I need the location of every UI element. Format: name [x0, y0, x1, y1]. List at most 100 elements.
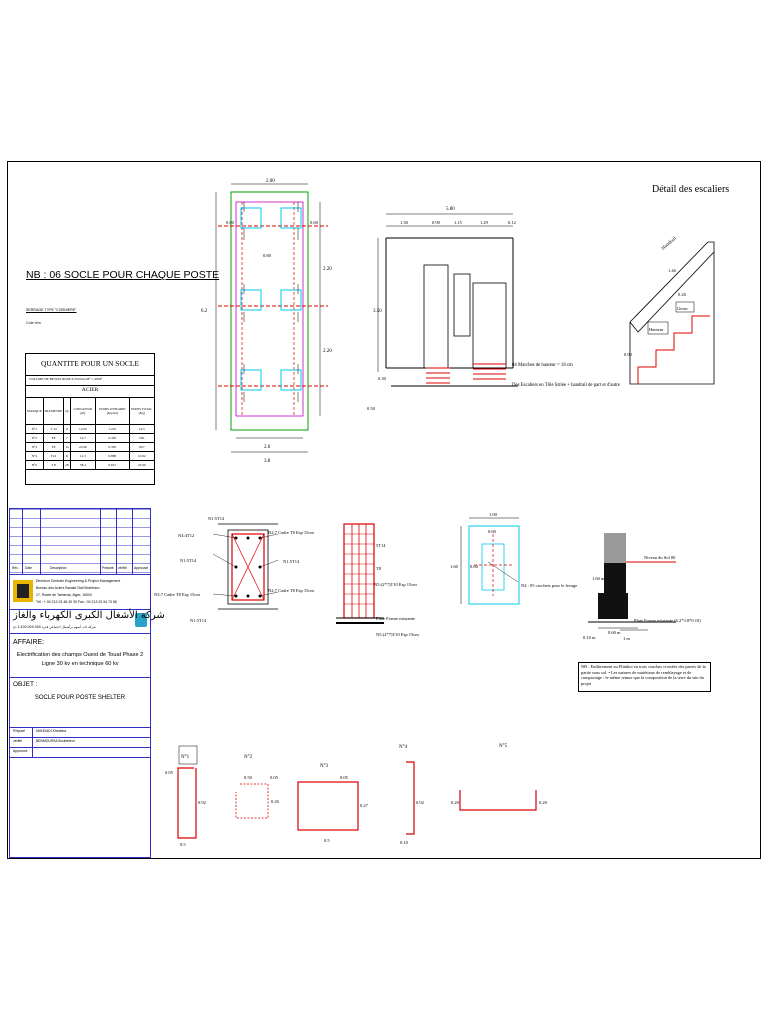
- elev-base-b: 0.50: [367, 406, 376, 411]
- stairs-hauteur: Hauteur: [649, 327, 664, 332]
- hook-note: N4 : 05 crochets pour le levage: [521, 583, 577, 588]
- hook-dim-inner-v: 0.60: [470, 564, 479, 569]
- plan-dim-bottom-a: 2.6: [264, 445, 271, 450]
- stairs-height: 0.90: [624, 352, 633, 357]
- sign-label: Préparé: [13, 729, 26, 733]
- nb-note-box: NB : Enfibrement au Flintkot en trois co…: [578, 662, 711, 692]
- sec-n1-left: N1:5T14: [180, 558, 197, 563]
- elevation-view: [377, 213, 518, 387]
- shape-n2-c: 0.05: [270, 775, 279, 780]
- plan-dim-inner: 0.80: [263, 253, 272, 258]
- rev-header: Date: [25, 566, 32, 570]
- objet-label: OBJET :: [13, 681, 38, 688]
- shape-n4: [406, 761, 415, 835]
- note-cote: Cote h/m: [26, 321, 41, 325]
- foundation-w1: 0.60 m: [608, 630, 621, 635]
- shape-n5-b: 0.20: [539, 800, 548, 805]
- elev-note-1: 04 Marches de hauteur = 18 cm: [512, 363, 573, 368]
- plan-dim-bottom-b: 3.8: [264, 459, 271, 464]
- shape-n5: [459, 790, 537, 811]
- revision-grid: [10, 509, 150, 574]
- arabic-company-name: شركة الأشغال الكبرى الكهرباء والغاز: [13, 610, 165, 621]
- foundation-w2: 1 m: [623, 636, 630, 641]
- plan-view: 2.00 6.2 0.60 2.20 2.20 0.80 0.80 2.6 3.…: [201, 179, 332, 464]
- company-line: Bureau des Aciers Baraké Dali Brahimou: [36, 586, 100, 590]
- sign-value: BENMOUSSA Boubekeur: [36, 739, 75, 743]
- foundation-base: 0.10 m: [583, 635, 596, 640]
- stairs-handrail: Handrail: [661, 236, 678, 251]
- company-logo: [13, 580, 33, 602]
- foundation-forme: Plate Forme existante (6.2*3.8*0.10): [634, 618, 701, 623]
- plan-dim-total: 6.2: [201, 309, 208, 314]
- foundation-niveau: Niveau du Sol 00: [644, 555, 676, 560]
- technical-drawing: 2.00 6.2 0.60 2.20 2.20 0.80 0.80 2.6 3.…: [154, 179, 729, 847]
- rev-header: Description: [50, 566, 67, 570]
- sign-label: vérifié: [13, 739, 23, 743]
- shape-n2-a: 0.50: [244, 775, 253, 780]
- col-header: MARQUE: [25, 397, 44, 425]
- foundation-height: 1.60 m: [592, 576, 605, 581]
- elev-note-2: Des Escaliers en Tôle Striée + handrail …: [512, 383, 620, 388]
- shape-n2-b: 0.26: [271, 799, 280, 804]
- sign-value: MAHDADI Kheddira: [36, 729, 67, 733]
- stairs-detail: [629, 241, 715, 385]
- shape-n3-c: 0.5: [324, 838, 330, 843]
- shape-n3-b: 0.27: [360, 803, 369, 808]
- stairs-title: Détail des escaliers: [652, 184, 729, 195]
- company-line: Direction Centrale Engineering & Project…: [36, 579, 121, 583]
- company-line: Tél : + 00 213 23 48 30 30 Fax : 00 213 …: [36, 600, 117, 604]
- shape-n5-label: N°5: [499, 744, 508, 749]
- shape-n3-label: N°3: [320, 764, 329, 769]
- plan-dim-right-c: 2.20: [323, 349, 332, 354]
- acier-label: ACIER: [81, 387, 99, 393]
- col-header: POIDS TOTAL (Kg): [128, 397, 156, 425]
- hook-dim-top: 1.00: [489, 512, 498, 517]
- affaire-line-1: Electrification des champs Ouest de Toua…: [16, 652, 144, 658]
- shape-n5-a: 0.20: [451, 800, 460, 805]
- affaire-label: AFFAIRE:: [13, 639, 45, 646]
- title-block: Rév. Date Description Préparé vérifié Ap…: [9, 508, 165, 858]
- shape-n3: [297, 781, 359, 831]
- shape-n2-label: N°2: [244, 755, 253, 760]
- elev-height: 3.50: [373, 309, 382, 314]
- plan-dim-right-a: 0.60: [310, 220, 319, 225]
- shape-n4-b: 0.10: [400, 840, 409, 845]
- quantity-title: QUANTITE POUR UN SOCLE: [40, 359, 140, 368]
- column-section: [212, 523, 279, 610]
- sec-n2-right: N2:7 Cadre T8 Esp 15cm: [268, 588, 314, 593]
- rev-header: vérifié: [118, 566, 127, 570]
- hook-detail: [460, 517, 520, 605]
- shape-n4-label: N°4: [399, 745, 408, 750]
- hook-dim-inner: 0.60: [488, 529, 497, 534]
- elev-base-a: 0.30: [378, 376, 387, 381]
- shape-n4-a: 0.92: [416, 800, 424, 805]
- rebar-5t14: 5T14: [376, 543, 386, 548]
- rev-header: Préparé: [102, 566, 114, 570]
- rev-header: Approuvé: [134, 566, 149, 570]
- note-serrage: SERRAGE TYPE "CORNIERE": [26, 308, 77, 312]
- plan-dim-left: 0.80: [226, 220, 235, 225]
- hook-dim-left: 1.60: [450, 564, 459, 569]
- shape-n1-a: 0.05: [165, 770, 174, 775]
- stairs-giron: Giron: [677, 306, 688, 311]
- kahrif-logo: [135, 613, 147, 627]
- sec-n1-bottom: N1:5T14: [190, 618, 207, 623]
- shape-n2: [235, 783, 269, 819]
- affaire-line-2: Ligne 30 kv en technique 60 kv: [41, 661, 119, 667]
- stairs-dim-2: 0.26: [678, 292, 687, 297]
- shape-n3-a: 0.05: [340, 775, 349, 780]
- rebar-detail: [336, 523, 384, 624]
- shape-n1-c: 0.5: [180, 842, 186, 847]
- stairs-dim-1: 1.46: [668, 268, 677, 273]
- sec-n4: N4:4T12: [178, 533, 194, 538]
- rebar-forme: Plate Forme existante: [376, 616, 415, 621]
- elev-seg-3: 1.15: [454, 220, 463, 225]
- rev-header: Rév.: [12, 566, 19, 570]
- elev-dim-total: 5.80: [446, 207, 455, 212]
- headline: NB : 06 SOCLE POUR CHAQUE POSTE: [26, 269, 220, 281]
- beton-volume: VOLUME DE BETON DOSE A 350 KG/M³ = 4.8M³: [29, 377, 103, 381]
- arabic-company-sub: شركة ذات أسهم برأسمال اجتماعي قدره 2.400…: [13, 625, 96, 629]
- elev-seg-4: 1.29: [480, 220, 489, 225]
- elev-seg-2: 0.90: [432, 220, 441, 225]
